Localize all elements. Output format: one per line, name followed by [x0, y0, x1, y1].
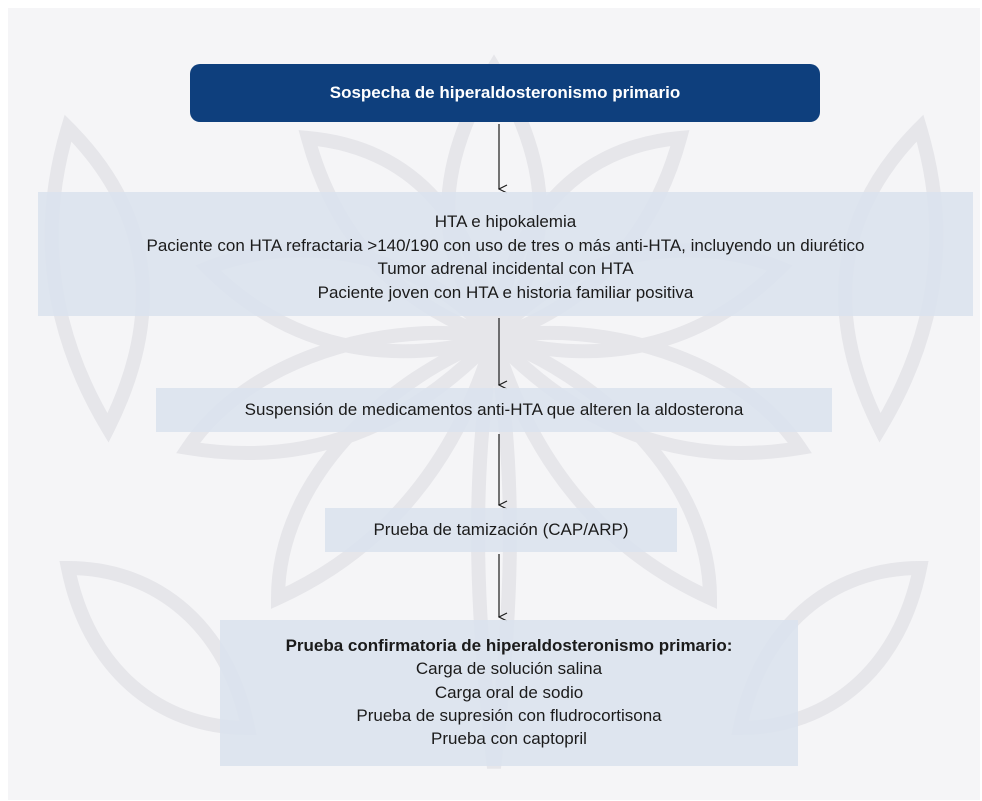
- flowchart-canvas: Sospecha de hiperaldosteronismo primario…: [8, 8, 980, 800]
- screening-box: Prueba de tamización (CAP/ARP): [325, 508, 677, 552]
- suspension-box: Suspensión de medicamentos anti-HTA que …: [156, 388, 832, 432]
- criteria-item: Paciente joven con HTA e historia famili…: [317, 282, 694, 302]
- criteria-item: HTA e hipokalemia: [434, 212, 577, 231]
- confirmatory-item: Carga de solución salina: [415, 659, 603, 679]
- confirmatory-item: Carga oral de sodio: [434, 682, 584, 702]
- confirmatory-heading: Prueba confirmatoria de hiperaldosteroni…: [285, 636, 733, 655]
- criteria-item: Tumor adrenal incidental con HTA: [377, 259, 634, 278]
- confirmatory-item: Prueba de supresión con fludrocortisona: [356, 705, 662, 725]
- suspension-text: Suspensión de medicamentos anti-HTA que …: [244, 400, 744, 419]
- title-box: Sospecha de hiperaldosteronismo primario: [190, 64, 820, 122]
- criteria-box: HTA e hipokalemia Paciente con HTA refra…: [38, 192, 973, 316]
- screening-text: Prueba de tamización (CAP/ARP): [373, 520, 629, 539]
- criteria-item: Paciente con HTA refractaria >140/190 co…: [146, 235, 865, 255]
- confirmatory-item: Prueba con captopril: [431, 729, 587, 749]
- title-text: Sospecha de hiperaldosteronismo primario: [329, 83, 681, 102]
- confirmatory-box: Prueba confirmatoria de hiperaldosteroni…: [220, 620, 798, 766]
